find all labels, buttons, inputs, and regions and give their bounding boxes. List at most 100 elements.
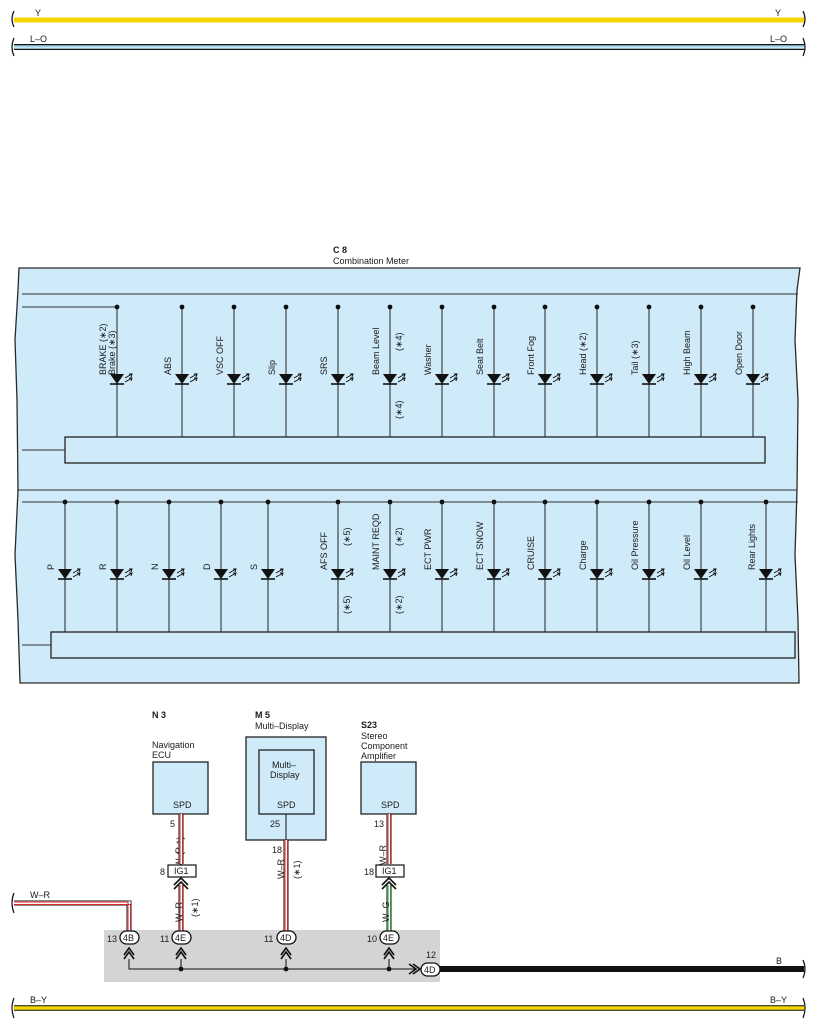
lower-lamp-ect-pwr-label: ECT PWR [423, 528, 433, 570]
junction-4b-pin: 13 [107, 934, 117, 944]
upper-lamp-high-beam-label: High Beam [682, 330, 692, 375]
display-name: Multi–Display [255, 721, 309, 731]
upper-lamp-washer: Washer [423, 304, 458, 437]
lower-lamp-rear-lights-label: Rear Lights [747, 523, 757, 570]
upper-lamp-vsc-off-label: VSC OFF [215, 335, 225, 375]
wire-by-left-label: B–Y [30, 995, 47, 1005]
lower-lamp-r-label: R [98, 563, 108, 570]
wire-lo-right-label: L–O [770, 34, 787, 44]
junction-4d-display-pin: 11 [264, 934, 273, 944]
upper-lamp-tail: Tail (∗3) [630, 304, 665, 437]
upper-lamp-abs: ABS [163, 304, 198, 437]
lower-lamp-afs-off: AFS OFF (∗5) (∗5) [319, 499, 354, 632]
lower-lamp-d-label: D [202, 563, 212, 570]
wire-y-right-label: Y [775, 8, 781, 18]
stereo-code: S23 [361, 720, 377, 730]
nav-terminal-spd: SPD [173, 800, 192, 810]
lower-lamp-maint-reqd-note-bottom: (∗2) [394, 595, 404, 614]
upper-lamp-washer-label: Washer [423, 344, 433, 375]
lower-lamp-cruise-label: CRUISE [526, 536, 536, 570]
junction-4b-label: 4B [123, 933, 134, 943]
lower-lamp-s: S [249, 499, 284, 632]
lower-lamp-s-label: S [249, 564, 259, 570]
junction-4e-stereo-label: 4E [383, 933, 394, 943]
lower-lamp-r: R [98, 499, 133, 632]
upper-lamp-slip-label: Slip [267, 360, 277, 375]
junction-internal-wiring [123, 946, 806, 979]
ig1-nav-wire-below: W–R [174, 902, 184, 923]
lower-lamp-oil-pressure: Oil Pressure [630, 499, 665, 632]
wire-b-label: B [776, 956, 782, 966]
display-pin2: 18 [272, 845, 282, 855]
nav-code: N 3 [152, 710, 166, 720]
lower-lamp-n: N [150, 499, 185, 632]
junction-4d-display-label: 4D [280, 933, 292, 943]
stereo-name-line3: Amplifier [361, 751, 396, 761]
meter-upper-driver-block [64, 436, 766, 464]
upper-lamp-brake: BRAKE (∗2)Brake (∗3) [98, 304, 133, 437]
upper-lamp-srs: SRS [319, 304, 354, 437]
ig1-stereo-label: IG1 [382, 866, 397, 876]
bottom-wire-by: B–Y B–Y [11, 995, 806, 1019]
upper-lamp-beam-level-note-top: (∗4) [394, 332, 404, 351]
lower-lamp-maint-reqd-label: MAINT REQD [371, 513, 381, 570]
meter-panel [14, 267, 801, 684]
upper-lamp-beam-level-note-bottom: (∗4) [394, 400, 404, 419]
junction-4e-nav-label: 4E [175, 933, 186, 943]
wire-y-left-label: Y [35, 8, 41, 18]
upper-lamp-front-fog: Front Fog [526, 304, 561, 437]
wire-by-right-label: B–Y [770, 995, 787, 1005]
lower-lamp-ect-snow-label: ECT SNOW [475, 521, 485, 570]
stereo-name-line1: Stereo [361, 731, 388, 741]
meter-title: Combination Meter [333, 256, 409, 266]
upper-lamp-abs-label: ABS [163, 357, 173, 375]
lower-lamp-cruise: CRUISE [526, 499, 561, 632]
lower-lamp-afs-off-note-bottom: (∗5) [342, 595, 352, 614]
display-terminal-spd: SPD [277, 800, 296, 810]
upper-lamp-open-door-label: Open Door [734, 331, 744, 375]
upper-lamp-srs-label: SRS [319, 356, 329, 375]
junction-4d-ground-label: 4D [424, 965, 436, 975]
lower-lamp-afs-off-label: AFS OFF [319, 531, 329, 570]
lower-lamp-oil-level-label: Oil Level [682, 535, 692, 570]
junction-connectors: 13 4B 11 4E 11 4D 10 4E 12 4D [107, 930, 441, 977]
lower-lamp-p-label: P [46, 564, 56, 570]
lower-lamp-oil-pressure-label: Oil Pressure [630, 520, 640, 570]
lower-lamp-afs-off-note-top: (∗5) [342, 527, 352, 546]
lower-lamp-oil-level: Oil Level [682, 499, 717, 632]
meter-upper-section [22, 293, 798, 464]
junction-4e-stereo-pin: 10 [367, 934, 377, 944]
stereo-terminal-spd: SPD [381, 800, 400, 810]
lower-lamp-ect-snow: ECT SNOW [475, 499, 510, 632]
junction-4d-ground-pin: 12 [426, 950, 436, 960]
lower-lamp-d: D [202, 499, 237, 632]
meter-lower-driver-block [50, 631, 796, 659]
upper-lamp-brake-label: BRAKE (∗2) [98, 323, 108, 375]
upper-lamp-tail-label: Tail (∗3) [630, 340, 640, 375]
upper-lamp-high-beam: High Beam [682, 304, 717, 437]
upper-lamp-brake-label2: Brake (∗3) [107, 330, 117, 375]
upper-lamp-seat-belt-label: Seat Belt [475, 338, 485, 375]
junction-4e-nav-pin: 11 [160, 934, 169, 944]
stereo-amplifier: S23 Stereo Component Amplifier SPD 13 W–… [360, 720, 417, 866]
lower-lamp-charge: Charge [578, 499, 613, 632]
stereo-wire-label: W–R [378, 845, 388, 866]
stereo-name-line2: Component [361, 741, 408, 751]
upper-lamp-vsc-off: VSC OFF [215, 304, 250, 437]
lower-lamp-p: P [46, 499, 81, 632]
ig1-nav-label: IG1 [174, 866, 189, 876]
ig1-connector-nav: 8 IG1 W–R (∗1) [160, 864, 200, 923]
lower-lamp-maint-reqd-note-top: (∗2) [394, 527, 404, 546]
nav-name-line1: Navigation [152, 740, 195, 750]
ig1-nav-pin: 8 [160, 867, 165, 877]
meter-lower-section [17, 489, 798, 659]
stereo-pin: 13 [374, 819, 384, 829]
display-note: (∗1) [292, 860, 302, 879]
harness-wires [11, 814, 392, 931]
upper-lamp-front-fog-label: Front Fog [526, 336, 536, 375]
lower-lamp-maint-reqd: MAINT REQD (∗2) (∗2) [371, 499, 406, 632]
upper-lamp-seat-belt: Seat Belt [475, 304, 510, 437]
ig1-connector-stereo: 18 IG1 W–G [364, 864, 405, 922]
lower-lamp-charge-label: Charge [578, 540, 588, 570]
ig1-stereo-wire-below: W–G [381, 901, 391, 922]
